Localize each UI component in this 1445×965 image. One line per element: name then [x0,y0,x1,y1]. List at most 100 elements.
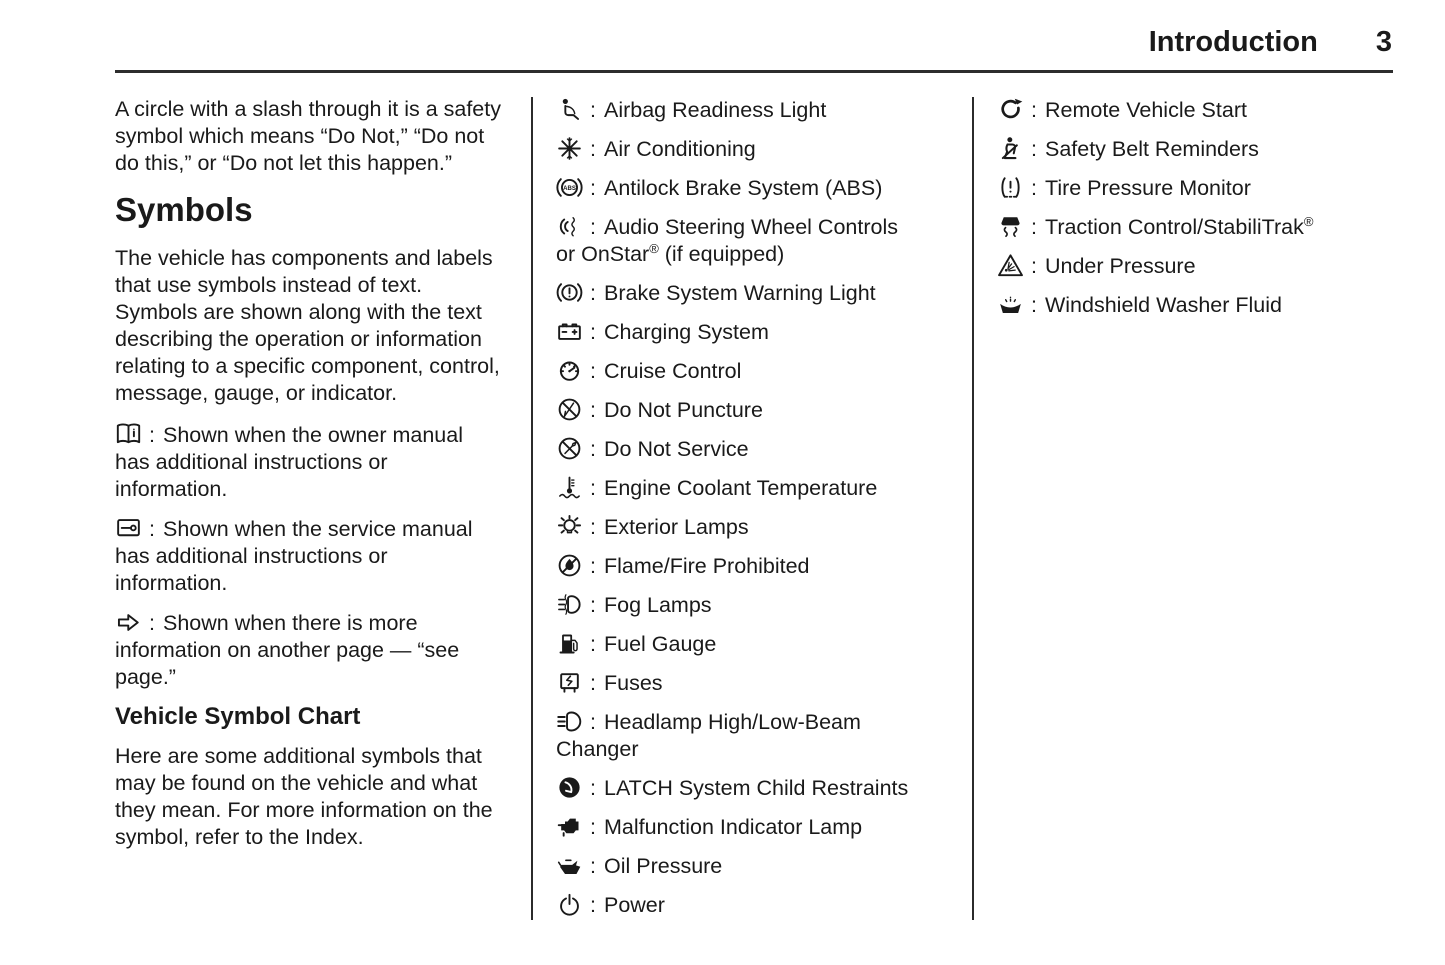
header-rule [115,70,1393,73]
symbol-item: :Charging System [556,318,962,346]
symbol-label: Safety Belt Reminders [1044,137,1259,161]
symbol-label: Under Pressure [1044,254,1196,278]
colon-separator: : [1031,254,1037,278]
symbol-item: : Air Conditioning [556,135,962,163]
colon-separator: : [590,854,596,878]
symbol-item: :Traction Control/StabiliTrak® [997,213,1409,241]
registered-mark: ® [649,240,659,256]
colon-separator: : [149,611,155,635]
symbol-label: Headlamp High/Low-Beam [603,710,861,734]
middle-column: : Airbag Readiness Light : Air Conditionin… [556,96,962,930]
symbol-item: :Tire Pressure Monitor [997,174,1409,202]
symbol-label: Windshield Washer Fluid [1044,293,1282,317]
symbol-item: : Fuses [556,669,962,697]
symbols-paragraph: The vehicle has components and labels th… [115,246,500,405]
colon-separator: : [590,815,596,839]
exterior-lamps-icon [556,513,583,540]
owner-manual-icon [115,421,142,448]
colon-separator: : [590,281,596,305]
colon-separator: : [590,137,596,161]
legend-item-page-arrow: :Shown when there is more information on… [115,609,501,691]
colon-separator: : [590,554,596,578]
svg-text:ABS: ABS [563,186,576,192]
symbols-heading: Symbols [115,191,253,228]
air-conditioning-icon [556,135,583,162]
colon-separator: : [1031,215,1037,239]
colon-separator: : [590,476,596,500]
right-column: :Remote Vehicle Start :Safety Belt Remin… [997,96,1409,330]
symbol-label: Fog Lamps [603,593,712,617]
legend-item-owner-manual: :Shown when the owner manual has additio… [115,421,501,503]
colon-separator: : [590,671,596,695]
symbol-label: Power [603,893,665,917]
symbol-item: :Safety Belt Reminders [997,135,1409,163]
symbol-label: Do Not Service [603,437,749,461]
colon-separator: : [590,776,596,800]
under-pressure-icon [997,252,1024,279]
symbol-item: : Fog Lamps [556,591,962,619]
charging-system-icon [556,318,583,345]
symbol-label: Engine Coolant Temperature [603,476,878,500]
abs-icon: ABS [556,174,583,201]
symbol-item: ABS:Antilock Brake System (ABS) [556,174,962,202]
symbol-label: Remote Vehicle Start [1044,98,1247,122]
brake-warning-icon [556,279,583,306]
symbol-item: :Do Not Puncture [556,396,962,424]
colon-separator: : [590,98,596,122]
symbol-item: : Airbag Readiness Light [556,96,962,124]
do-not-puncture-icon [556,396,583,423]
do-not-service-icon [556,435,583,462]
symbol-label-line2: or OnStar [556,242,650,266]
colon-separator: : [590,893,596,917]
symbol-label-suffix: (if equipped) [658,242,785,266]
symbol-label-line2: Changer [556,737,639,761]
symbol-label: Air Conditioning [603,137,756,161]
colon-separator: : [590,632,596,656]
symbol-label: LATCH System Child Restraints [603,776,909,800]
remote-vehicle-start-icon [997,96,1024,123]
page-number: 3 [1375,26,1392,58]
colon-separator: : [590,215,596,239]
left-column: A circle with a slash through it is a sa… [115,96,501,865]
fuel-gauge-icon [556,630,583,657]
colon-separator: : [590,593,596,617]
airbag-readiness-icon [556,96,583,123]
legend-item-service-manual: :Shown when the service manual has addit… [115,515,501,597]
symbol-label: Malfunction Indicator Lamp [603,815,863,839]
symbol-label: Antilock Brake System (ABS) [603,176,883,200]
page-title: Introduction [1148,26,1318,58]
symbol-item: : Audio Steering Wheel Controls or OnStar®… [556,213,962,268]
symbol-label: Airbag Readiness Light [603,98,827,122]
column-separator-1 [531,97,533,920]
symbol-item: :Oil Pressure [556,852,962,880]
symbol-label: Charging System [603,320,769,344]
colon-separator: : [149,423,155,447]
symbol-item: :Do Not Service [556,435,962,463]
symbol-label: Cruise Control [603,359,742,383]
colon-separator: : [1031,98,1037,122]
symbol-item: : Remote Vehicle Start [997,96,1409,124]
engine-coolant-temperature-icon [556,474,583,501]
symbol-item: : LATCH System Child Restraints [556,774,962,802]
colon-separator: : [590,710,596,734]
power-icon [556,891,583,918]
symbol-label: Fuses [603,671,663,695]
symbol-item: :Brake System Warning Light [556,279,962,307]
colon-separator: : [590,515,596,539]
colon-separator: : [149,517,155,541]
audio-steering-wheel-icon [556,213,583,240]
malfunction-indicator-lamp-icon [556,813,583,840]
cruise-control-icon [556,357,583,384]
page-header: Introduction 3 [115,26,1392,59]
chart-paragraph: Here are some additional symbols that ma… [115,744,493,849]
symbol-label: Tire Pressure Monitor [1044,176,1251,200]
symbol-label: Do Not Puncture [603,398,763,422]
safety-belt-reminders-icon [997,135,1024,162]
symbol-label: Traction Control/StabiliTrak [1044,215,1304,239]
symbol-item: :Cruise Control [556,357,962,385]
symbol-label: Audio Steering Wheel Controls [603,215,898,239]
legend-text: Shown when the service manual has additi… [115,517,473,595]
windshield-washer-fluid-icon [997,291,1024,318]
